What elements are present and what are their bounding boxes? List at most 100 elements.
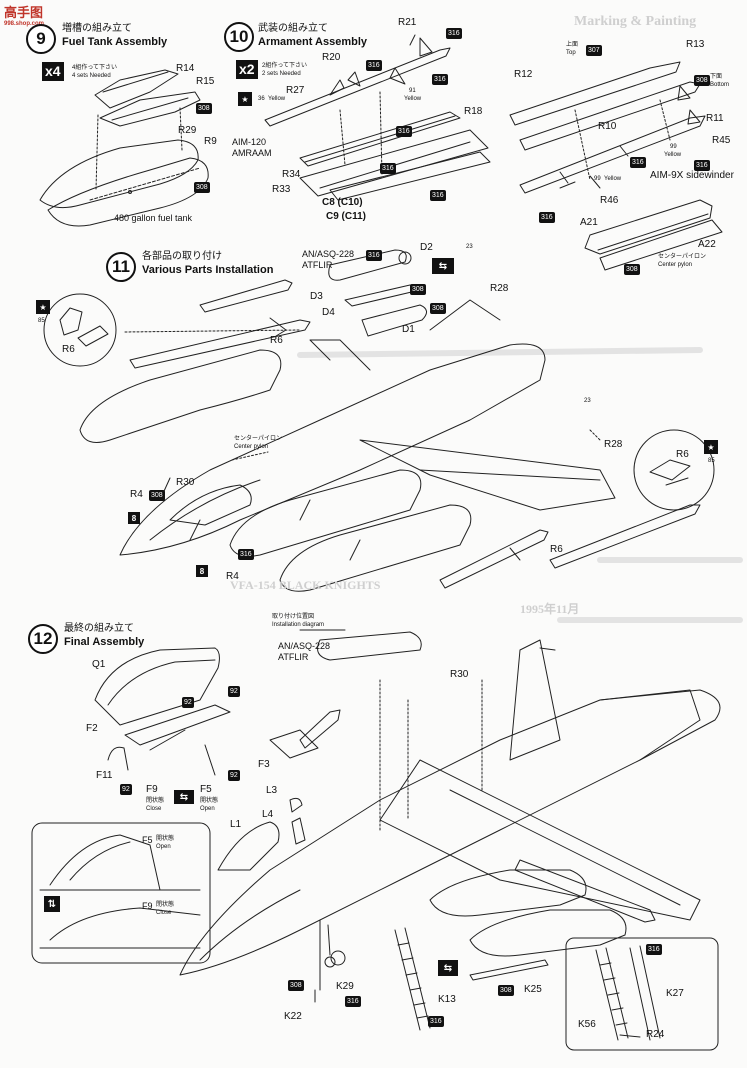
part-label: R11: [706, 113, 724, 124]
part-label: R4: [130, 489, 143, 500]
part-label: R6: [550, 544, 563, 555]
pylon-jp: センターパイロン: [234, 436, 282, 442]
pod-name-2: ATFLIR: [302, 260, 333, 270]
bottom-en: Bottom: [710, 82, 730, 88]
paint-code: 316: [432, 74, 448, 85]
part-label: C8 (C10): [322, 197, 363, 208]
ladder-inset-drawing: [595, 945, 661, 1041]
missile-name-2: AMRAAM: [232, 148, 272, 158]
code-99: 99: [670, 144, 677, 150]
canopy-inset-drawing: [39, 834, 201, 949]
paint-code: 308: [498, 985, 514, 996]
inset-close-jp: 閉状態: [156, 902, 175, 908]
part-label: R27: [286, 85, 305, 96]
paint-code: 308: [194, 182, 210, 193]
part-label: D2: [420, 242, 433, 253]
diagram-en: Installation diagram: [272, 622, 325, 628]
paint-code: 308: [196, 103, 212, 114]
code-99b: 99: [594, 176, 601, 182]
part-label: R28: [490, 283, 509, 294]
step9-note-en: 4 sets Needed: [72, 73, 111, 79]
step12-final-assembly-drawing: [94, 629, 721, 1031]
part-label: L3: [266, 785, 278, 796]
paint-code: 316: [430, 190, 446, 201]
part-label: R10: [598, 121, 617, 132]
part-label: F9: [146, 784, 158, 795]
paint-code: 308: [430, 303, 446, 314]
part-label: F5: [200, 784, 212, 795]
watermark-url: 998.shop.com: [4, 21, 45, 27]
part-label: R14: [176, 63, 195, 74]
inset-open-jp: 開状態: [156, 836, 175, 842]
top-jp: 上面: [566, 42, 579, 48]
paint-code: 316: [366, 250, 382, 261]
watermark-text: 高手图: [4, 5, 44, 20]
step9-multiplier: x4: [42, 62, 64, 81]
part-label: R18: [464, 106, 483, 117]
paint-code: 316: [238, 549, 254, 560]
bottom-jp: 下面: [710, 74, 723, 80]
paint-code: 316: [446, 28, 462, 39]
yellow-label: Yellow: [604, 176, 622, 182]
code-91: 91: [409, 88, 416, 94]
pylon-en: Center pylon: [234, 444, 269, 450]
code-85b: 85: [708, 458, 715, 464]
paint-code: 316: [366, 60, 382, 71]
step9-caption: 480 gallon fuel tank: [114, 213, 193, 223]
paint-code: 308: [694, 75, 710, 86]
part-label: D4: [322, 307, 335, 318]
part-label: R6: [270, 335, 283, 346]
part-label: D1: [402, 324, 415, 335]
step9-number: 9: [26, 24, 56, 54]
step11-number: 11: [106, 252, 136, 282]
part-label: L1: [230, 819, 242, 830]
part-label: F2: [86, 723, 98, 734]
inset-close-en: Close: [156, 910, 172, 916]
ladder-inset-frame: [565, 937, 719, 1051]
step10-note-en: 2 sets Needed: [262, 71, 301, 77]
part-label: R34: [282, 169, 301, 180]
part-label: K56: [578, 1019, 596, 1030]
yellow-label: Yellow: [664, 152, 682, 158]
part-label: R28: [604, 439, 623, 450]
part-label: R24: [646, 1029, 665, 1040]
close-en: Close: [146, 806, 162, 812]
direction-arrows-icon: ⇆: [438, 960, 458, 976]
top-en: Top: [566, 50, 576, 56]
part-label: A22: [698, 239, 716, 250]
part-label: R15: [196, 76, 215, 87]
direction-arrows-icon: ⇆: [432, 258, 454, 274]
star-icon: ★: [704, 440, 718, 454]
part-label: K29: [336, 981, 354, 992]
part-label: R6: [676, 449, 689, 460]
part-label: K27: [666, 988, 684, 999]
open-jp: 開状態: [200, 798, 219, 804]
bleed-through-background: [297, 347, 743, 623]
color-code: 36: [258, 96, 265, 102]
step9-title-en: Fuel Tank Assembly: [62, 36, 168, 48]
part-label: D3: [310, 291, 323, 302]
bg-ghost-text-3: VFA-154 BLACK KNIGHTS: [230, 578, 381, 592]
paint-code: 316: [380, 163, 396, 174]
step11-aircraft-drawing: [43, 249, 715, 592]
part-label: K13: [438, 994, 456, 1005]
pod-name-1: AN/ASQ-228: [302, 249, 355, 259]
part-label: A21: [580, 217, 598, 228]
step10-note-jp: 2組作って下さい: [262, 63, 308, 69]
pylon-en: Center pylon: [658, 262, 693, 268]
paint-code: 92: [228, 686, 240, 697]
paint-code: 316: [345, 996, 361, 1007]
step11-title-jp: 各部品の取り付け: [142, 251, 222, 262]
paint-code: 307: [586, 45, 602, 56]
paint-code: 308: [624, 264, 640, 275]
paint-code: 316: [646, 944, 662, 955]
close-jp: 閉状態: [146, 798, 165, 804]
paint-code: 308: [410, 284, 426, 295]
step9-title-jp: 増槽の組み立て: [62, 23, 132, 34]
step11-title-en: Various Parts Installation: [142, 264, 274, 276]
step10-title-jp: 武装の組み立て: [258, 23, 328, 34]
part-label: R12: [514, 69, 533, 80]
part-label: R4: [226, 571, 239, 582]
step10b-sidewinder-drawing: [509, 61, 723, 271]
direction-arrows-icon: ⇆: [174, 790, 194, 804]
